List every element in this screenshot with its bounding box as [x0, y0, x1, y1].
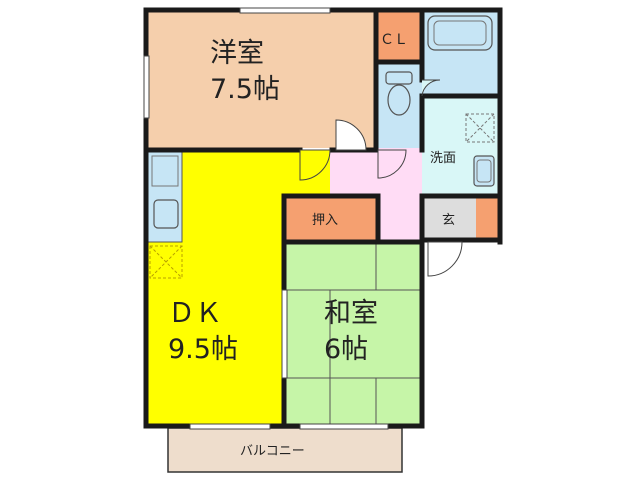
western-room-name: 洋室	[210, 38, 264, 69]
walls	[143, 7, 503, 429]
closet-area	[376, 12, 422, 62]
japanese-room-name: 和室	[324, 298, 378, 329]
western-room-size: 7.5帖	[210, 74, 280, 105]
oshiire-area	[286, 198, 376, 240]
tatami-lines	[286, 242, 420, 424]
oshiire-label: 押入	[312, 213, 338, 228]
toilet-icon	[385, 71, 413, 85]
wash-basin-icon	[473, 155, 495, 187]
japanese-room	[286, 242, 420, 424]
entrance-label: 玄	[442, 213, 455, 228]
balcony	[167, 427, 403, 473]
shoe-box	[476, 196, 498, 238]
washing-machine-spot	[465, 113, 495, 143]
stove-top	[151, 155, 179, 187]
dk-room-size: 9.5帖	[168, 334, 238, 365]
washroom-label: 洗面	[430, 151, 456, 166]
entrance-area	[422, 196, 476, 238]
closet-label: ＣＬ	[380, 32, 408, 48]
japanese-room-size: 6帖	[324, 334, 368, 365]
refrigerator-spot	[149, 245, 183, 279]
bathtub-icon	[427, 15, 493, 51]
balcony-label: バルコニー	[240, 444, 305, 459]
kitchen-sink	[153, 199, 179, 229]
doors	[299, 79, 463, 277]
dk-room-name: ＤＫ	[168, 298, 222, 329]
windows	[143, 7, 389, 430]
